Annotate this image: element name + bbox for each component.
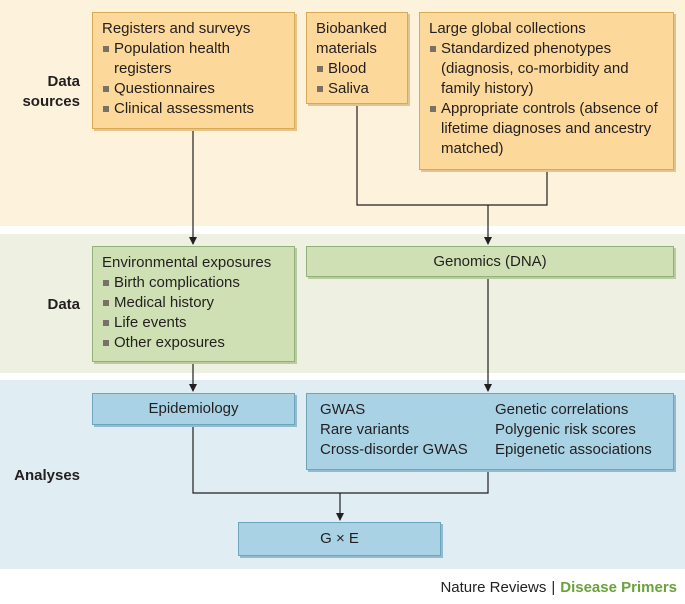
genetic-analyses-box: GWAS Rare variants Cross-disorder GWAS G… (306, 393, 674, 470)
list-item: Life events (102, 313, 285, 333)
list-item: Population health registers (102, 39, 285, 79)
biobank-list: Blood Saliva (316, 59, 398, 99)
list-item: Cross-disorder GWAS (320, 441, 468, 458)
large-collections-list: Standardized phenotypes (diagnosis, co-m… (429, 39, 664, 159)
genomics-title: Genomics (DNA) (433, 253, 547, 270)
list-item: Saliva (316, 79, 398, 99)
registers-list: Population health registers Questionnair… (102, 39, 285, 119)
registers-and-surveys-box: Registers and surveys Population health … (92, 12, 295, 129)
list-item: Blood (316, 59, 398, 79)
series-name: Disease Primers (560, 579, 677, 596)
list-item: Other exposures (102, 333, 285, 353)
data-label: Data (47, 296, 80, 313)
genetic-analyses-left-column: GWAS Rare variants Cross-disorder GWAS (320, 400, 468, 460)
list-item: Epigenetic associations (495, 441, 652, 458)
large-global-collections-box: Large global collections Standardized ph… (419, 12, 674, 170)
environmental-exposures-box: Environmental exposures Birth complicati… (92, 246, 295, 362)
epidemiology-box: Epidemiology (92, 393, 295, 425)
footer-credit: Nature Reviews|Disease Primers (440, 579, 677, 596)
list-item: Medical history (102, 293, 285, 313)
registers-title: Registers and surveys (102, 20, 251, 37)
journal-name: Nature Reviews (440, 579, 547, 596)
data-sources-label: Data sources (22, 73, 80, 110)
list-item: Appropriate controls (absence of lifetim… (429, 99, 664, 159)
list-item: Genetic correlations (495, 401, 629, 418)
list-item: Questionnaires (102, 79, 285, 99)
genomics-box: Genomics (DNA) (306, 246, 674, 277)
genetic-analyses-right-column: Genetic correlations Polygenic risk scor… (495, 400, 652, 460)
list-item: Birth complications (102, 273, 285, 293)
analyses-label: Analyses (14, 467, 80, 484)
list-item: GWAS (320, 401, 366, 418)
epidemiology-title: Epidemiology (148, 400, 239, 417)
biobank-title: Biobanked materials (316, 20, 387, 57)
biobanked-materials-box: Biobanked materials Blood Saliva (306, 12, 408, 104)
gene-environment-box: G × E (238, 522, 441, 556)
list-item: Clinical assessments (102, 99, 285, 119)
environmental-title: Environmental exposures (102, 254, 272, 271)
list-item: Rare variants (320, 421, 410, 438)
list-item: Polygenic risk scores (495, 421, 636, 438)
environmental-list: Birth complications Medical history Life… (102, 273, 285, 353)
footer-separator: | (551, 579, 556, 596)
gxe-title: G × E (320, 530, 359, 547)
list-item: Standardized phenotypes (diagnosis, co-m… (429, 39, 664, 99)
large-collections-title: Large global collections (429, 20, 586, 37)
